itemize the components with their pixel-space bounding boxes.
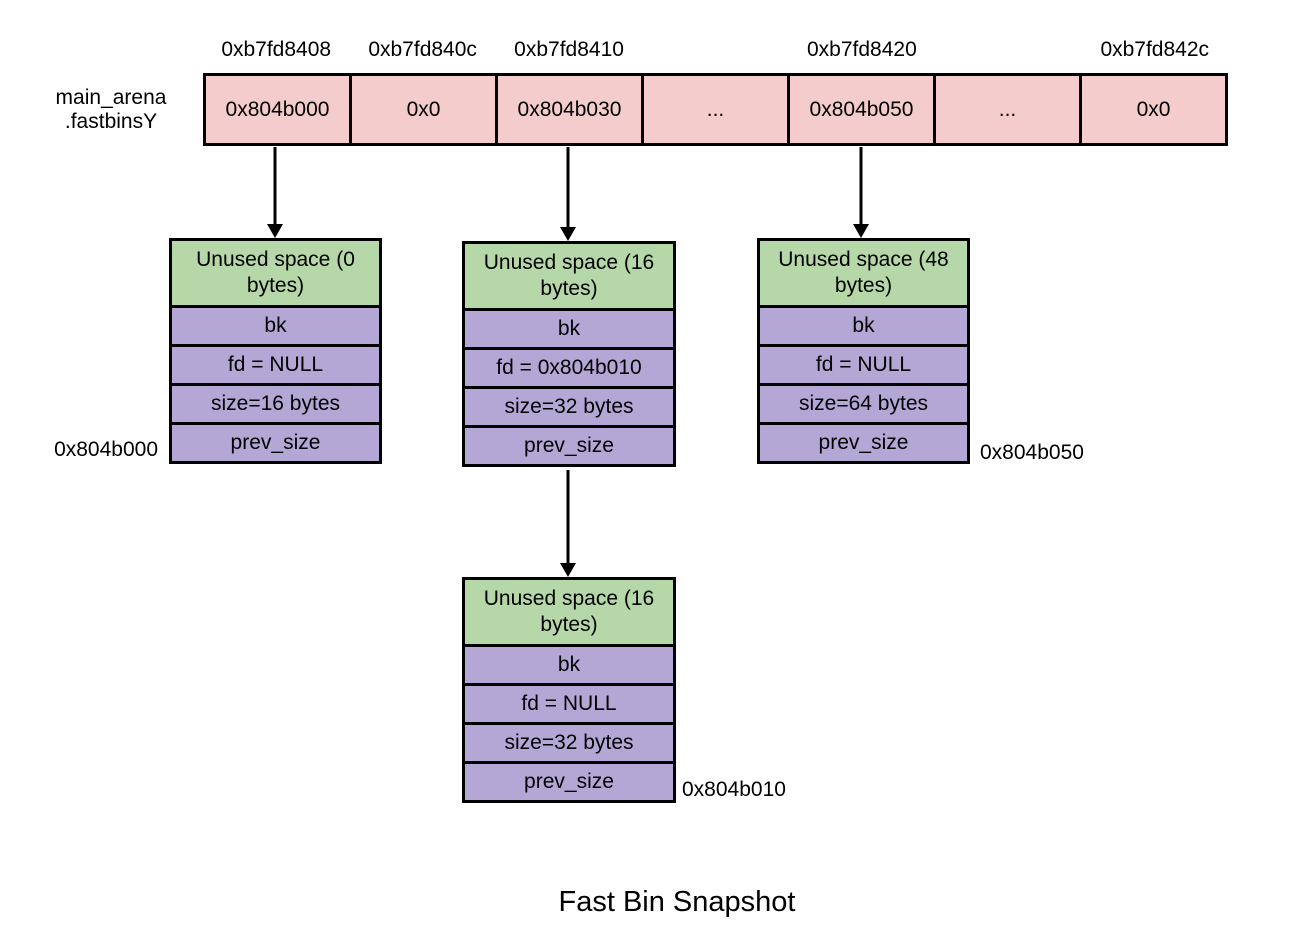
- arrow-head-icon: [560, 227, 576, 241]
- size-row: size=32 bytes: [462, 386, 676, 428]
- fastbin-cell: 0x804b030: [495, 76, 641, 143]
- chunk-box-0x804b030: Unused space (16 bytes) bk fd = 0x804b01…: [462, 241, 676, 467]
- arrow-head-icon: [560, 563, 576, 577]
- unused-space-row: Unused space (16 bytes): [462, 577, 676, 647]
- array-name-label: main_arena .fastbinsY: [30, 86, 192, 134]
- fastbin-cell: 0x804b050: [787, 76, 933, 143]
- address-label: [642, 37, 788, 63]
- address-label: [935, 37, 1081, 63]
- size-row: size=32 bytes: [462, 722, 676, 764]
- fd-row: fd = 0x804b010: [462, 347, 676, 389]
- unused-space-row: Unused space (48 bytes): [757, 238, 970, 308]
- fastbin-cell: 0x0: [1079, 76, 1225, 143]
- prev-size-row: prev_size: [462, 761, 676, 803]
- chunk-box-0x804b000: Unused space (0 bytes) bk fd = NULL size…: [169, 238, 382, 464]
- unused-space-row: Unused space (0 bytes): [169, 238, 382, 308]
- unused-space-row: Unused space (16 bytes): [462, 241, 676, 311]
- chunk-address-label-0x804b000: 0x804b000: [54, 438, 158, 461]
- chunk-box-0x804b050: Unused space (48 bytes) bk fd = NULL siz…: [757, 238, 970, 464]
- arrow-cell2-to-chunk1: [559, 147, 577, 241]
- arrow-cell0-to-chunk0: [266, 147, 284, 238]
- diagram-title: Fast Bin Snapshot: [558, 886, 796, 918]
- chunk-box-0x804b010: Unused space (16 bytes) bk fd = NULL siz…: [462, 577, 676, 803]
- size-row: size=16 bytes: [169, 383, 382, 425]
- prev-size-row: prev_size: [169, 422, 382, 464]
- size-row: size=64 bytes: [757, 383, 970, 425]
- fd-row: fd = NULL: [757, 344, 970, 386]
- chunk-address-label-0x804b050: 0x804b050: [980, 441, 1084, 464]
- arrow-shaft: [566, 147, 570, 230]
- arrow-head-icon: [853, 224, 869, 238]
- address-label: 0xb7fd8420: [807, 38, 917, 61]
- array-name-line2: .fastbinsY: [64, 110, 158, 133]
- bk-row: bk: [462, 644, 676, 686]
- prev-size-row: prev_size: [757, 422, 970, 464]
- fastbin-cell: 0x0: [349, 76, 495, 143]
- fastbin-cell: 0x804b000: [225, 97, 330, 121]
- array-address-labels: 0xb7fd8408 0xb7fd840c 0xb7fd8410 0xb7fd8…: [203, 37, 1228, 63]
- arrow-shaft: [273, 147, 277, 227]
- address-label: 0xb7fd8410: [514, 38, 624, 61]
- fastbin-cell: ...: [641, 76, 787, 143]
- address-label: 0xb7fd840c: [368, 38, 477, 61]
- array-name-line1: main_arena: [55, 86, 167, 109]
- arrow-chunk1-fd-to-chunk3: [559, 470, 577, 577]
- bk-row: bk: [462, 308, 676, 350]
- arrow-shaft: [859, 147, 863, 227]
- address-label: 0xb7fd8408: [221, 38, 332, 61]
- arrow-cell4-to-chunk2: [852, 147, 870, 238]
- fd-row: fd = NULL: [462, 683, 676, 725]
- arrow-head-icon: [267, 224, 283, 238]
- prev-size-row: prev_size: [462, 425, 676, 467]
- fastbin-cell: ...: [933, 76, 1079, 143]
- bk-row: bk: [169, 305, 382, 347]
- chunk-address-label-0x804b010: 0x804b010: [682, 778, 786, 801]
- bk-row: bk: [757, 305, 970, 347]
- address-label: 0xb7fd842c: [1100, 38, 1210, 61]
- fastbin-array-row: 0x804b000 0x0 0x804b030 ... 0x804b050 ..…: [203, 73, 1228, 146]
- fd-row: fd = NULL: [169, 344, 382, 386]
- arrow-shaft: [566, 470, 570, 566]
